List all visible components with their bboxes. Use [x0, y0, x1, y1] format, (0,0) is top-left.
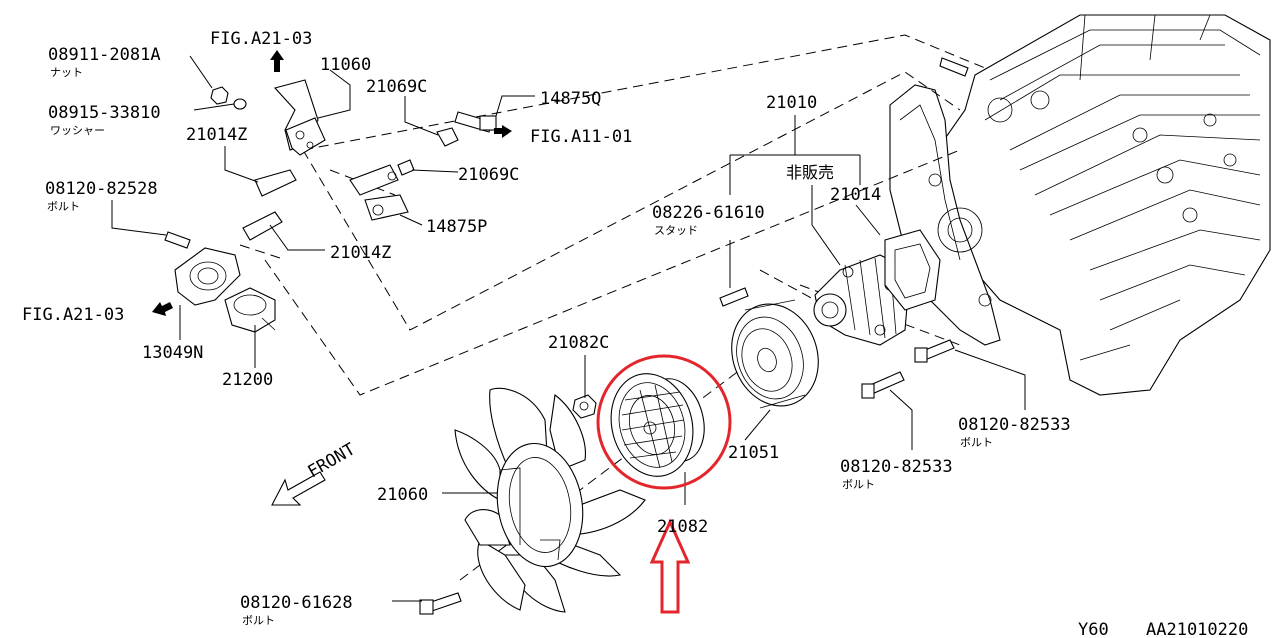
label-08120-82528: 08120-82528	[45, 179, 158, 199]
label-08120-61628-sub: ボルト	[242, 614, 275, 627]
label-model: Y60	[1078, 620, 1109, 638]
highlight-circle	[596, 354, 732, 490]
label-08120-82533-right: 08120-82533	[958, 415, 1071, 435]
label-21014z-top: 21014Z	[186, 125, 247, 145]
label-08915: 08915-33810	[48, 103, 161, 123]
hose-21014z-top	[254, 169, 297, 197]
water-pump	[813, 229, 941, 346]
cooling-fan	[454, 387, 646, 613]
label-13049n: 13049N	[142, 343, 203, 363]
label-08915-sub: ワッシャー	[50, 124, 105, 137]
label-fig-a21-03-top[interactable]: FIG.A21-03	[210, 29, 312, 49]
engine-block	[889, 14, 1271, 396]
stud	[719, 287, 749, 307]
arrow-left-icon	[152, 302, 173, 316]
label-21051: 21051	[728, 443, 779, 463]
bolt-61628	[419, 592, 462, 615]
label-08120-82533-mid-sub: ボルト	[842, 478, 875, 491]
label-21014: 21014	[830, 185, 881, 205]
arrow-up-icon	[270, 50, 284, 72]
label-21010: 21010	[766, 93, 817, 113]
nut-21082c	[572, 394, 597, 419]
label-08226-sub: スタッド	[654, 224, 698, 237]
label-08120-82533-right-sub: ボルト	[960, 436, 993, 449]
label-08120-61628: 08120-61628	[240, 593, 353, 613]
label-21014z-mid: 21014Z	[330, 243, 391, 263]
label-ref: AA21010220	[1146, 620, 1248, 638]
label-08911: 08911-2081A	[48, 45, 161, 65]
pipe-14875p	[349, 164, 409, 221]
label-08120-82533-mid: 08120-82533	[840, 457, 953, 477]
clip-21069c-mid	[397, 159, 415, 176]
thermostat-21200	[224, 287, 276, 333]
bolt-82528	[164, 231, 191, 249]
thermostat-housing-13049n	[174, 247, 241, 306]
label-21082c: 21082C	[548, 333, 609, 353]
label-fig-a21-03-left[interactable]: FIG.A21-03	[22, 305, 124, 325]
label-front: FRONT	[305, 439, 359, 482]
label-21200: 21200	[222, 370, 273, 390]
label-not-for-sale: 非販売	[786, 163, 834, 182]
pulley	[731, 299, 819, 409]
label-21060: 21060	[377, 485, 428, 505]
label-21082: 21082	[657, 517, 708, 537]
hose-21014z-mid	[242, 211, 283, 241]
arrow-right-icon	[494, 125, 512, 138]
washer-08915	[233, 98, 247, 110]
label-fig-a11-01[interactable]: FIG.A11-01	[530, 127, 632, 147]
highlight	[596, 354, 732, 614]
front-arrow-icon	[271, 471, 326, 506]
bolt-82533-b	[861, 371, 905, 399]
label-21069c-top: 21069C	[366, 77, 427, 97]
hose-14875q	[454, 111, 497, 133]
label-08226: 08226-61610	[652, 203, 765, 223]
outlet-pipe-11060	[273, 79, 326, 156]
clip-21069c-top	[436, 127, 459, 147]
dashed-guides	[239, 34, 986, 581]
label-21069c-mid: 21069C	[458, 165, 519, 185]
highlight-arrow-icon	[649, 518, 691, 614]
nut-08911	[210, 86, 229, 105]
label-11060: 11060	[320, 55, 371, 75]
label-14875q: 14875Q	[540, 89, 601, 109]
leader-lines	[111, 55, 1026, 602]
bolt-82533-a	[914, 339, 955, 363]
label-08120-82528-sub: ボルト	[47, 200, 80, 213]
label-14875p: 14875P	[426, 217, 487, 237]
label-08911-sub: ナット	[50, 66, 83, 79]
fan-clutch	[610, 373, 705, 477]
